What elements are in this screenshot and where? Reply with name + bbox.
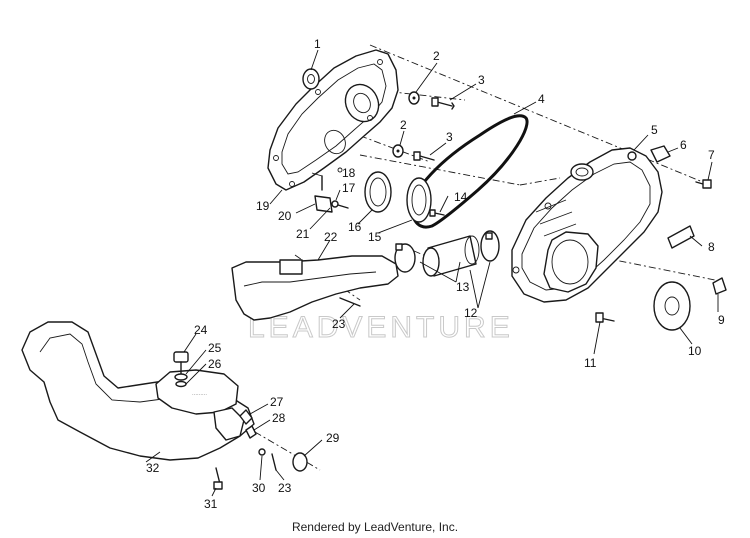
- callout-8: 8: [708, 240, 715, 254]
- callout-31: 31: [204, 497, 218, 511]
- callout-5: 5: [651, 123, 658, 137]
- seal-16: [364, 171, 392, 213]
- callout-17: 17: [342, 181, 356, 195]
- callout-labels: 1 2 3 4 2 3 5 6 7 18 17 19 20 21 14 16 1…: [146, 37, 725, 511]
- svg-text:⋯⋯⋯: ⋯⋯⋯: [192, 392, 207, 398]
- callout-20: 20: [278, 209, 292, 223]
- callout-2: 2: [433, 49, 440, 63]
- parts-6-11: [595, 145, 727, 331]
- callout-19: 19: [256, 199, 270, 213]
- callout-18: 18: [342, 166, 356, 180]
- callout-15: 15: [368, 230, 382, 244]
- callout-29: 29: [326, 431, 340, 445]
- outer-clutch-cover: [511, 147, 663, 303]
- parts-24-31: [173, 351, 308, 490]
- callout-25: 25: [208, 341, 222, 355]
- footer-credit: Rendered by LeadVenture, Inc.: [291, 520, 459, 534]
- callout-22: 22: [324, 230, 338, 244]
- callout-32: 32: [146, 461, 160, 475]
- callout-3: 3: [478, 73, 485, 87]
- callout-14: 14: [454, 190, 468, 204]
- bearing-15: [406, 177, 445, 223]
- drive-belt-4: [410, 114, 529, 229]
- callout-2b: 2: [400, 118, 407, 132]
- callout-16: 16: [348, 220, 362, 234]
- callout-7: 7: [708, 148, 715, 162]
- callout-12: 12: [464, 306, 478, 320]
- callout-30: 30: [252, 481, 266, 495]
- watermark-text: LEADVENTURE: [248, 311, 514, 344]
- callout-6: 6: [680, 138, 687, 152]
- callout-27: 27: [270, 395, 284, 409]
- inner-clutch-cover: [267, 49, 399, 191]
- callout-26: 26: [208, 357, 222, 371]
- hardware-17-21: [314, 175, 349, 213]
- callout-24: 24: [194, 323, 208, 337]
- callout-28: 28: [272, 411, 286, 425]
- callout-13: 13: [456, 280, 470, 294]
- washers-and-bolts-2-3: [392, 91, 455, 161]
- callout-leaders: [145, 49, 719, 497]
- callout-3b: 3: [446, 130, 453, 144]
- callout-23b: 23: [278, 481, 292, 495]
- exhaust-duct-32: ⋯⋯⋯: [21, 321, 255, 461]
- callout-1: 1: [314, 37, 321, 51]
- washer-1: [302, 68, 320, 90]
- callout-10: 10: [688, 344, 702, 358]
- callout-23: 23: [332, 317, 346, 331]
- callout-9: 9: [718, 313, 725, 327]
- callout-21: 21: [296, 227, 310, 241]
- duct-boot-and-clamps: [394, 230, 500, 277]
- intake-duct-22: [231, 255, 399, 321]
- callout-4: 4: [538, 92, 545, 106]
- callout-11: 11: [584, 356, 597, 370]
